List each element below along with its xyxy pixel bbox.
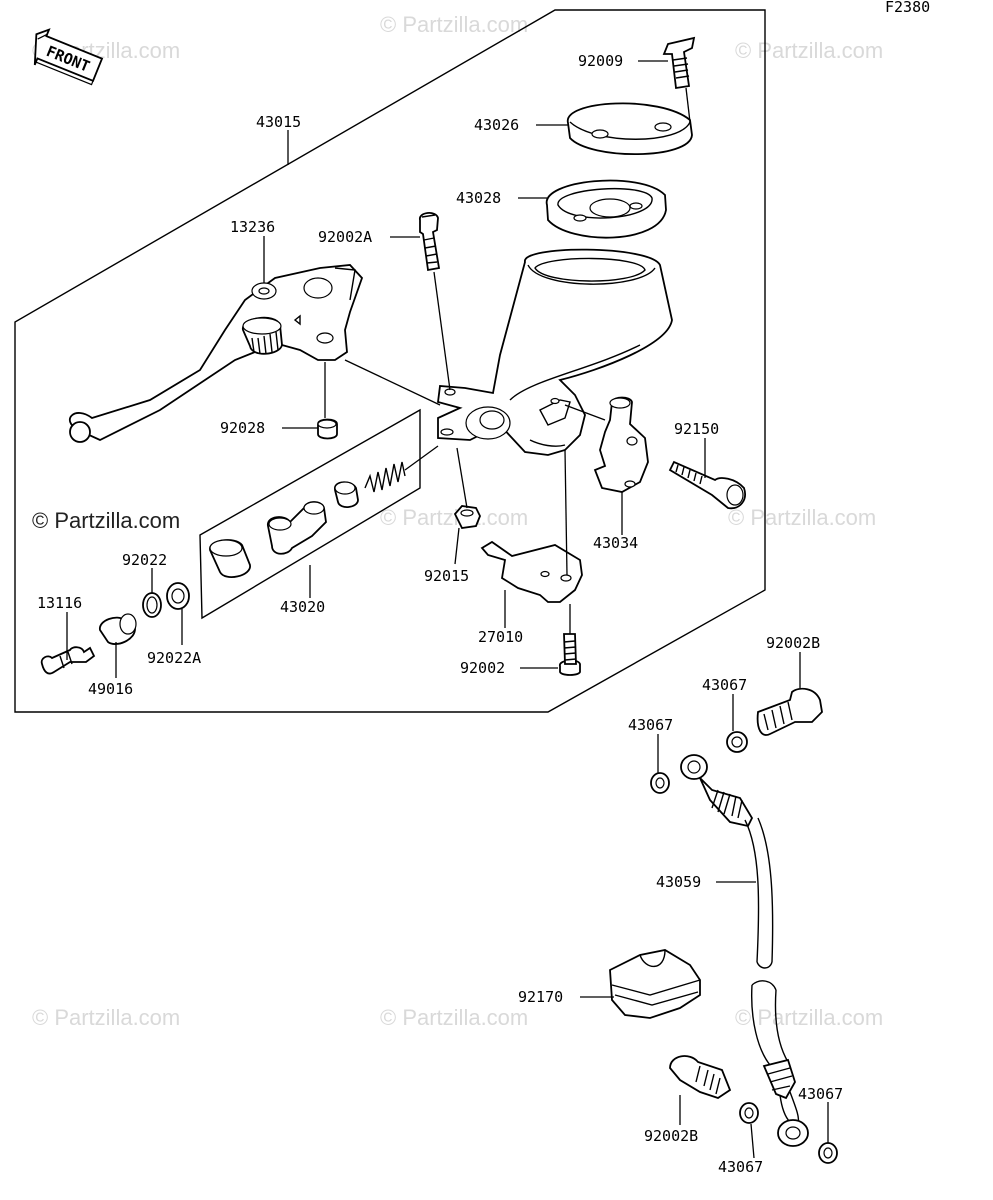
banjo-bolt-92002B-top: [756, 687, 823, 736]
callout-43067: 43067: [702, 676, 747, 694]
leader-lines: [66, 60, 829, 1159]
callout-92022: 92022: [122, 551, 167, 569]
callout-92002A: 92002A: [318, 228, 372, 246]
callout-43034: 43034: [593, 534, 638, 552]
part-49016: [99, 613, 137, 645]
brake-hose-43059: [680, 754, 809, 1147]
banjo-bolt-92002B-bottom: [669, 1055, 732, 1099]
callout-43026: 43026: [474, 116, 519, 134]
callout-43015: 43015: [256, 113, 301, 131]
washer-43067-b: [650, 772, 670, 794]
piston-cup: [334, 481, 359, 508]
watermark: © Partzilla.com: [380, 505, 528, 530]
callout-92022A: 92022A: [147, 649, 201, 667]
callout-92015: 92015: [424, 567, 469, 585]
screw-92009: [662, 36, 696, 90]
master-cylinder-body: [437, 248, 673, 456]
callout-92028: 92028: [220, 419, 265, 437]
brake-lever: [69, 264, 364, 443]
watermarks: © Partzilla.com © Partzilla.com © Partzi…: [32, 12, 883, 1030]
watermark: © Partzilla.com: [735, 38, 883, 63]
callout-27010: 27010: [478, 628, 523, 646]
watermark: © Partzilla.com: [32, 1005, 180, 1030]
figure-code: F2380: [885, 0, 930, 16]
callout-92170: 92170: [518, 988, 563, 1006]
circlip-92022: [142, 592, 162, 618]
callout-92002B: 92002B: [644, 1127, 698, 1145]
reservoir-cap-43026: [567, 102, 693, 156]
pushrod-13116: [40, 646, 96, 675]
watermark: © Partzilla.com: [380, 12, 528, 37]
callout-49016: 49016: [88, 680, 133, 698]
callout-13236: 13236: [230, 218, 275, 236]
washer-43067-c: [739, 1102, 759, 1124]
front-arrow-icon: FRONT: [33, 28, 104, 86]
watermark-dark: © Partzilla.com: [32, 508, 180, 533]
spring: [364, 461, 406, 493]
bolt-92150: [668, 460, 746, 510]
screw-92002A: [419, 212, 441, 272]
screw-92002: [559, 633, 581, 676]
assembly-frame: [14, 9, 766, 713]
callout-92002: 92002: [460, 659, 505, 677]
piston-kit-frame: [199, 408, 421, 620]
callout-92150: 92150: [674, 420, 719, 438]
nut-92015: [453, 505, 481, 529]
callout-92009: 92009: [578, 52, 623, 70]
clamp-43034: [593, 396, 649, 493]
callout-43020: 43020: [280, 598, 325, 616]
callout-13116: 13116: [37, 594, 82, 612]
callout-43067: 43067: [798, 1085, 843, 1103]
watermark: © Partzilla.com: [380, 1005, 528, 1030]
washer-43067-d: [818, 1142, 838, 1164]
callout-92002B: 92002B: [766, 634, 820, 652]
part-92028: [317, 418, 338, 440]
diaphragm-43028: [546, 179, 667, 239]
watermark: © Partzilla.com: [735, 1005, 883, 1030]
callout-43059: 43059: [656, 873, 701, 891]
washer-92022A: [166, 582, 190, 610]
callout-43028: 43028: [456, 189, 501, 207]
callout-43067: 43067: [718, 1158, 763, 1176]
watermark: © Partzilla.com: [728, 505, 876, 530]
piston: [267, 501, 327, 555]
washer-43067-a: [726, 731, 748, 753]
piston-sleeve: [209, 539, 251, 578]
callout-labels: 92009 43026 43015 43028 13236 92002A 920…: [37, 52, 843, 1176]
switch-27010: [480, 540, 583, 603]
hose-clamp-92170: [609, 949, 701, 1019]
callout-43067: 43067: [628, 716, 673, 734]
